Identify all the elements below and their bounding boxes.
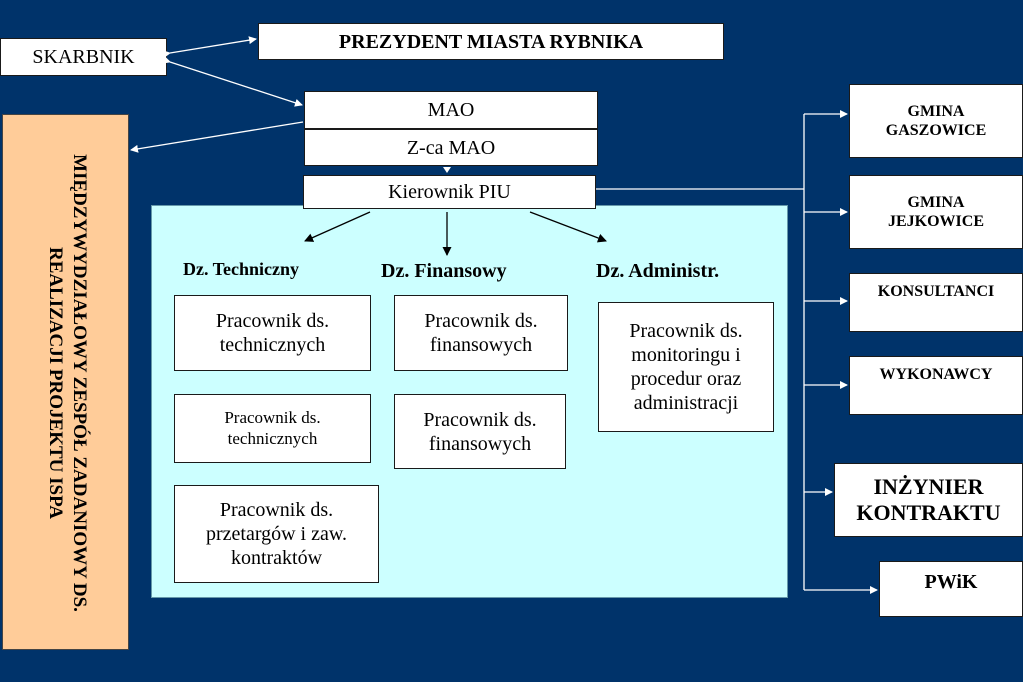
external-consultants: KONSULTANCI bbox=[849, 273, 1023, 332]
staff-technical-tenders: Pracownik ds. przetargów i zaw. kontrakt… bbox=[174, 485, 379, 583]
mao-box: MAO bbox=[304, 91, 598, 129]
treasurer-box: SKARBNIK bbox=[0, 38, 167, 76]
piu-head-box: Kierownik PIU bbox=[303, 175, 596, 209]
external-contract-engineer: INŻYNIER KONTRAKTU bbox=[834, 463, 1023, 537]
dept-admin-title: Dz. Administr. bbox=[596, 260, 720, 282]
line-treasurer-president bbox=[162, 36, 257, 59]
external-gaszowice: GMINA GASZOWICE bbox=[849, 84, 1023, 158]
staff-technical-2: Pracownik ds. technicznych bbox=[174, 394, 371, 463]
line-mao-side-team bbox=[130, 121, 304, 153]
staff-financial-1: Pracownik ds. finansowych bbox=[394, 295, 568, 371]
staff-financial-2: Pracownik ds. finansowych bbox=[394, 394, 566, 469]
external-pwik: PWiK bbox=[879, 561, 1023, 617]
arrow-to-technical bbox=[304, 211, 371, 242]
arrow-deputy-piu bbox=[443, 167, 451, 173]
staff-admin-monitoring: Pracownik ds. monitoringu i procedur ora… bbox=[598, 302, 774, 432]
external-jejkowice: GMINA JEJKOWICE bbox=[849, 175, 1023, 249]
staff-technical-1: Pracownik ds. technicznych bbox=[174, 295, 371, 371]
dept-technical-title: Dz. Techniczny bbox=[183, 259, 300, 279]
line-treasurer-mao bbox=[162, 56, 303, 107]
dept-financial-title: Dz. Finansowy bbox=[381, 260, 507, 282]
side-team-panel: MIĘDZYWYDZIAŁOWY ZESPÓŁ ZADANIOWY DS. RE… bbox=[2, 114, 129, 650]
arrow-to-administrative bbox=[529, 211, 607, 243]
deputy-mao-box: Z-ca MAO bbox=[304, 129, 598, 166]
president-box: PREZYDENT MIASTA RYBNIKA bbox=[258, 23, 724, 60]
